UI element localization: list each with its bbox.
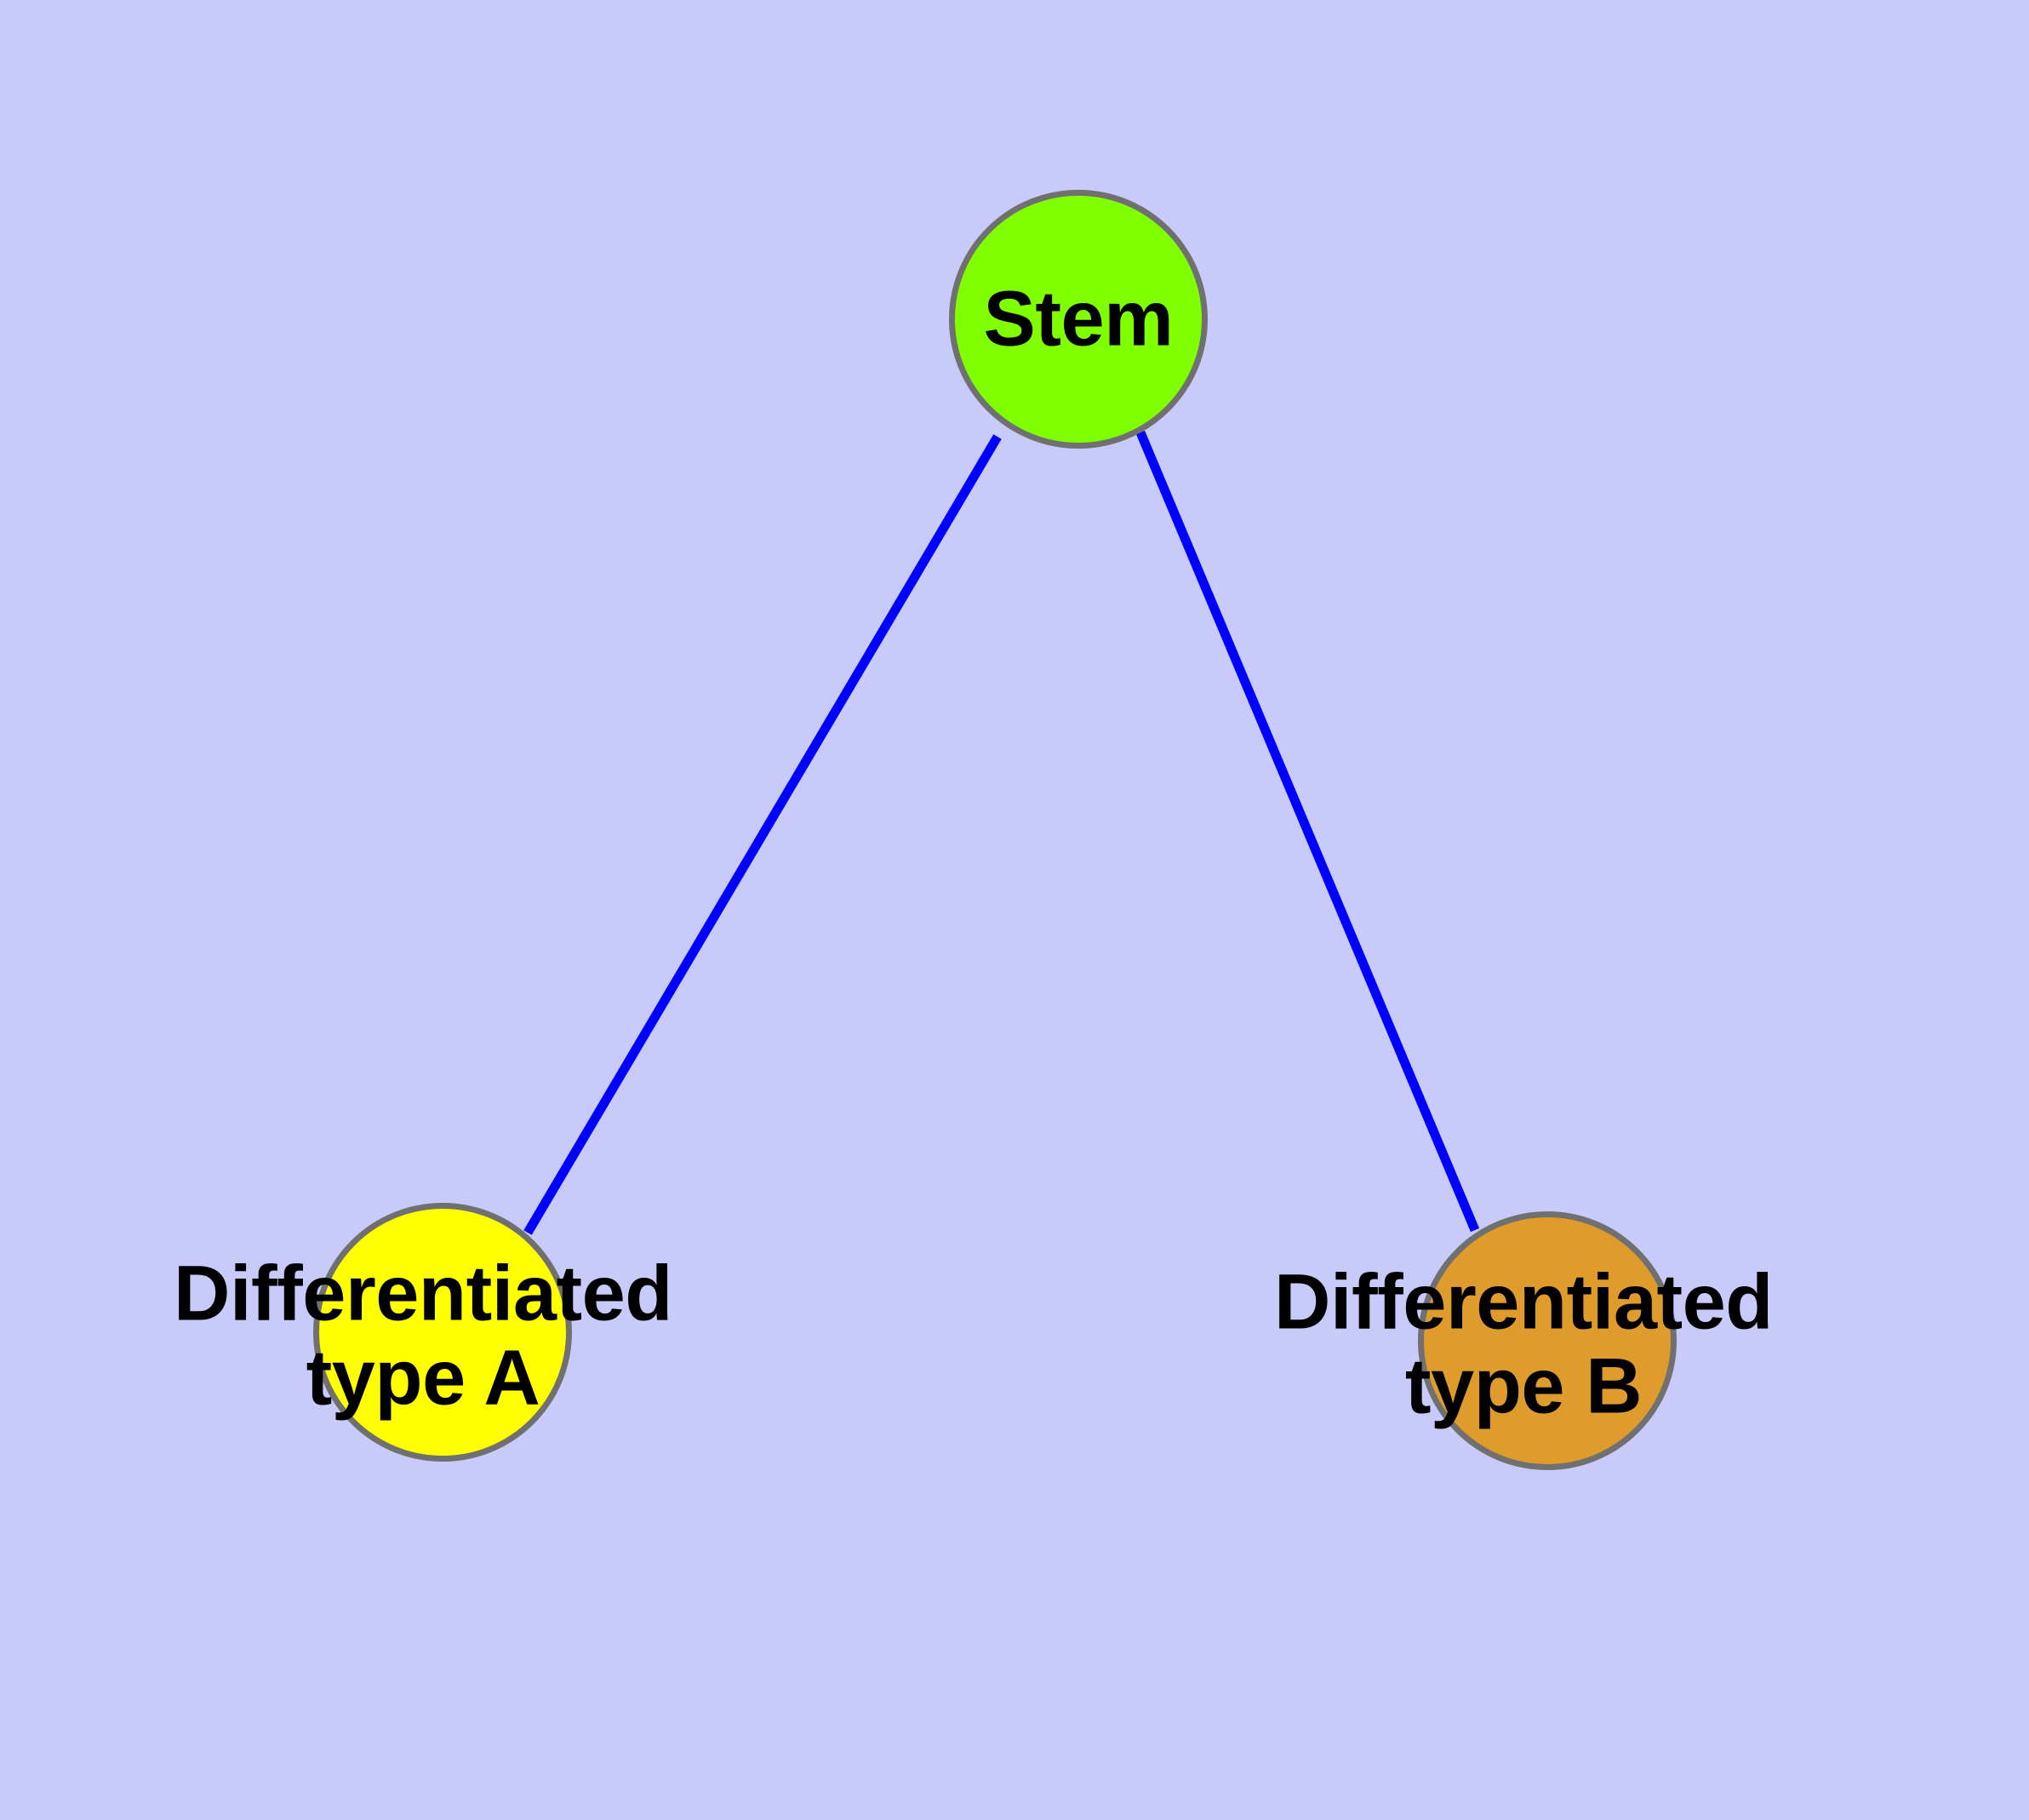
edge-layer xyxy=(523,430,1480,1235)
edge-stem-to-diff-a xyxy=(523,434,1002,1235)
node-diff-a-circle[interactable] xyxy=(313,1203,572,1462)
node-stem-circle[interactable] xyxy=(949,190,1208,449)
node-layer xyxy=(313,190,1677,1470)
edge-stem-to-diff-b xyxy=(1135,430,1480,1233)
node-diff-b-circle[interactable] xyxy=(1418,1211,1677,1470)
